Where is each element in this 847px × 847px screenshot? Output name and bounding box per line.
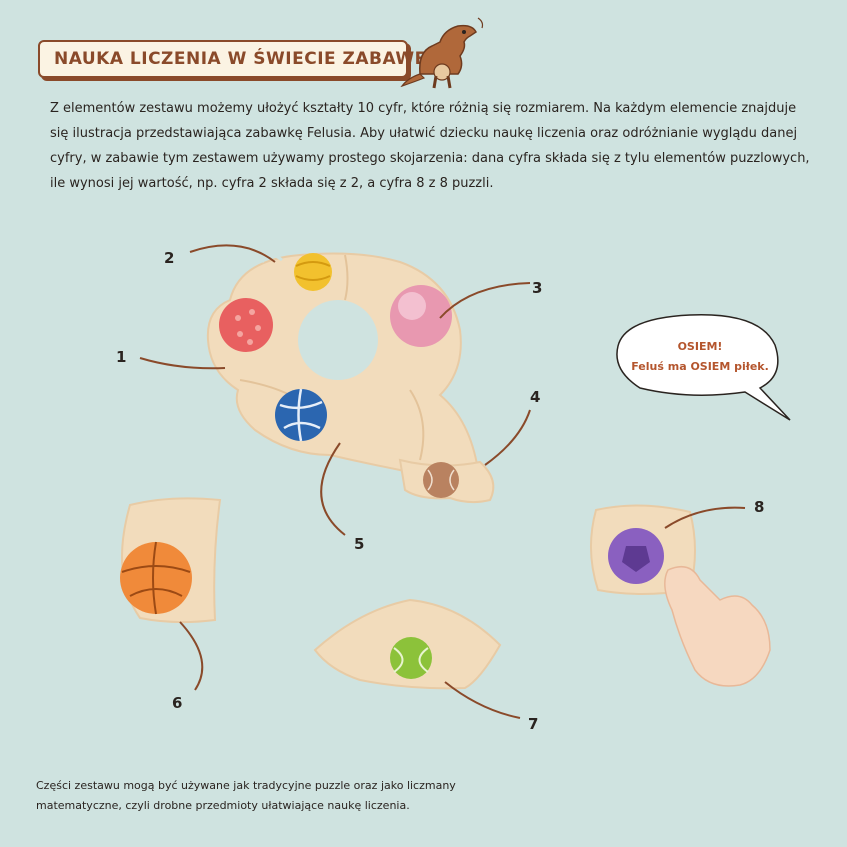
arrow-6 <box>179 621 204 691</box>
number-label-4: 4 <box>530 388 540 406</box>
page-title: NAUKA LICZENIA W ŚWIECIE ZABAWEK <box>54 49 441 69</box>
arrow-4 <box>484 409 531 466</box>
arrows <box>139 244 746 719</box>
number-label-6: 6 <box>172 694 182 712</box>
arrow-5 <box>320 442 346 536</box>
ball-yellow <box>294 253 332 291</box>
number-label-1: 1 <box>116 348 126 366</box>
arrow-8 <box>664 506 746 529</box>
title-banner: NAUKA LICZENIA W ŚWIECIE ZABAWEK <box>38 40 440 78</box>
bubble-line-1: OSIEM! <box>678 340 723 353</box>
arrow-7 <box>444 681 521 719</box>
ball-volleyball <box>275 388 327 442</box>
arrow-3 <box>439 282 531 319</box>
number-label-3: 3 <box>532 279 542 297</box>
bubble-line-2: Feluś ma OSIEM piłek. <box>631 360 769 373</box>
number-label-7: 7 <box>528 715 538 733</box>
arrow-1 <box>139 357 226 370</box>
puzzle-piece-six <box>120 497 222 624</box>
footer-paragraph: Części zestawu mogą być używane jak trad… <box>36 779 456 812</box>
number-label-5: 5 <box>354 535 364 553</box>
ball-red-dotted <box>219 298 273 352</box>
hand-illustration <box>664 565 771 687</box>
intro-paragraph: Z elementów zestawu możemy ułożyć kształ… <box>50 101 810 191</box>
arrow-2 <box>189 244 276 263</box>
number-label-8: 8 <box>754 498 764 516</box>
ball-baseball <box>423 462 459 498</box>
ball-pink <box>390 285 452 347</box>
number-label-2: 2 <box>164 249 174 267</box>
puzzle-piece-seven <box>313 598 502 690</box>
speech-bubble: OSIEM! Feluś ma OSIEM piłek. <box>616 314 791 421</box>
dinosaur-illustration <box>400 17 484 89</box>
